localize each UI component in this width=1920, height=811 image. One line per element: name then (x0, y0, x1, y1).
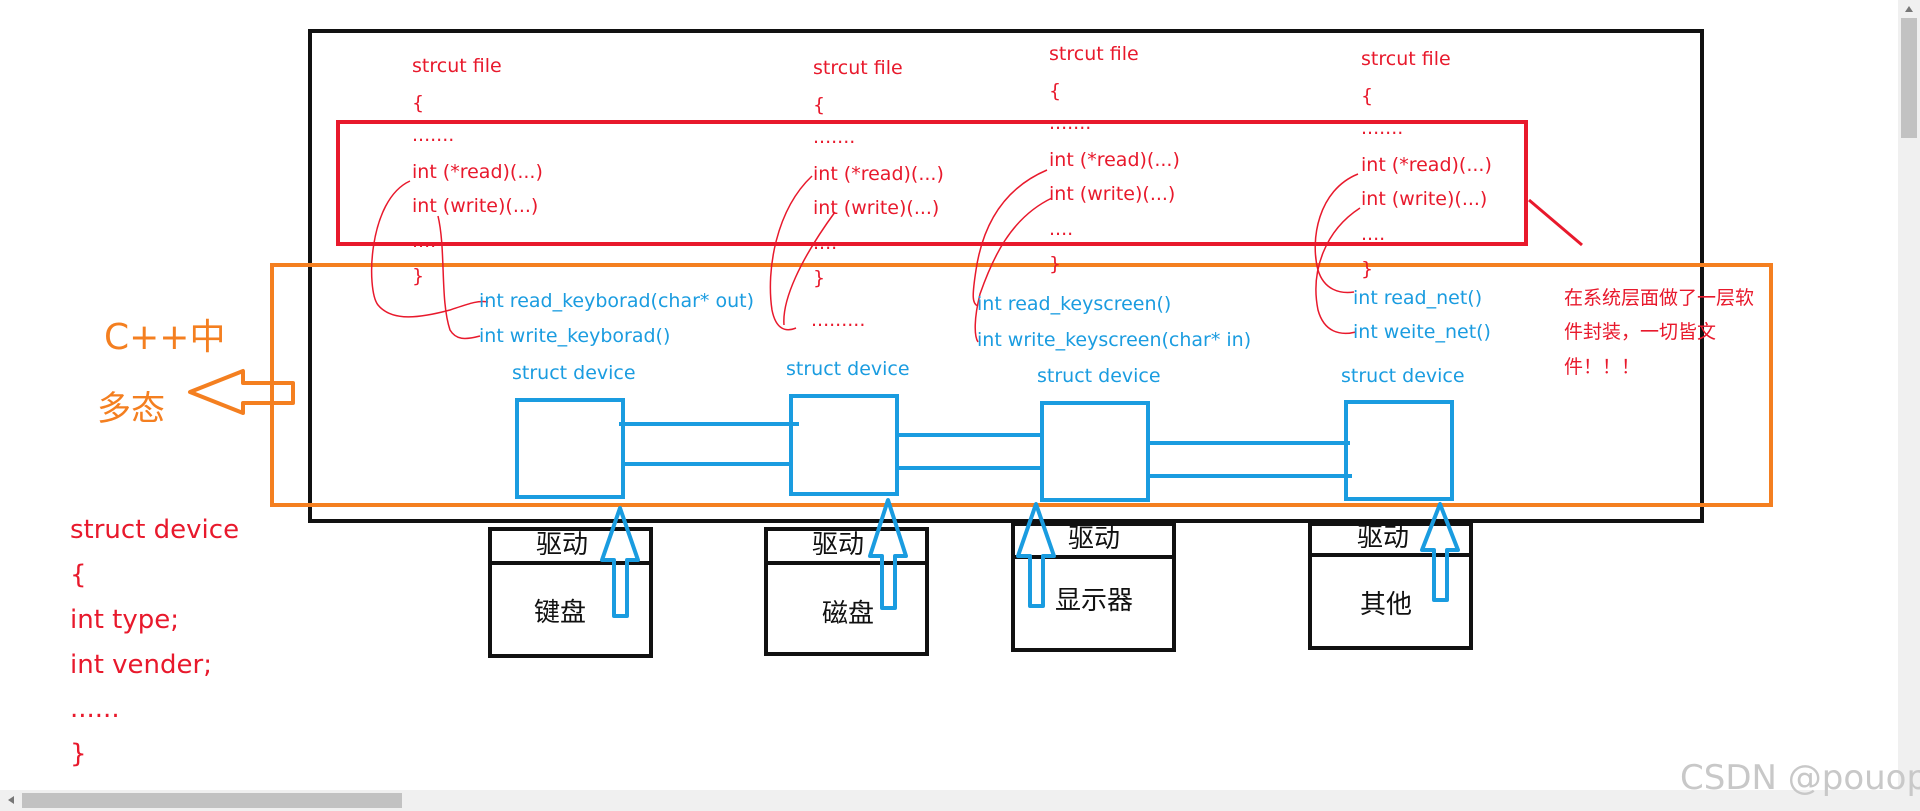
struct-line: { (1049, 80, 1062, 102)
struct-line: int (write)(...) (412, 195, 539, 217)
device-struct-line: struct device (70, 515, 240, 545)
device-label: struct device (1037, 365, 1161, 387)
device-label: struct device (1341, 365, 1465, 387)
function-line: int read_keyscreen() (977, 293, 1172, 315)
connector-curve (972, 169, 1048, 307)
device-box-1 (515, 398, 625, 499)
struct-line: } (412, 265, 425, 287)
struct-line: ....... (1049, 112, 1092, 134)
hardware-box-4 (1308, 553, 1473, 650)
device-struct-line: int type; (70, 605, 180, 635)
annotation-line: 在系统层面做了一层软 (1564, 287, 1755, 309)
connector-curve (437, 215, 481, 340)
connector-curve (769, 175, 813, 331)
hardware-label: 其他 (1360, 590, 1413, 620)
struct-line: .... (412, 230, 437, 252)
struct-line: } (813, 267, 826, 289)
red-pointer-line (1528, 198, 1583, 247)
struct-line: strcut file (813, 57, 903, 79)
struct-line: strcut file (412, 55, 502, 77)
watermark: CSDN @pouop (1680, 758, 1920, 798)
device-label: struct device (512, 362, 636, 384)
file-struct-highlight-box (336, 120, 1528, 246)
connector-curve (783, 211, 836, 326)
function-line: int read_keyborad(char* out) (479, 290, 754, 312)
scroll-left-arrow-icon (8, 796, 14, 804)
device-struct-line: { (70, 560, 87, 590)
polymorphism-arrow-icon (188, 369, 295, 415)
struct-line: { (412, 92, 425, 114)
connector-curve (1314, 173, 1359, 294)
scroll-up-arrow-icon (1905, 6, 1913, 12)
struct-line: int (write)(...) (1049, 183, 1176, 205)
driver-label: 驱动 (536, 530, 589, 560)
connector-curve (974, 197, 1053, 343)
struct-line: int (*read)(...) (1361, 154, 1492, 176)
struct-line: { (1361, 85, 1374, 107)
device-box-3 (1040, 401, 1150, 502)
struct-line: { (813, 94, 826, 116)
vertical-scrollbar-thumb (1901, 18, 1917, 138)
hardware-label: 显示器 (1055, 586, 1134, 616)
device-box-4 (1344, 400, 1454, 501)
struct-line: ......... (811, 309, 866, 331)
struct-line: int (*read)(...) (813, 163, 944, 185)
function-line: int write_keyscreen(char* in) (977, 329, 1252, 351)
device-box-2 (789, 394, 899, 496)
device-struct-line: int vender; (70, 650, 212, 680)
polymorphism-label: C++中 (104, 317, 226, 358)
struct-line: strcut file (1361, 48, 1451, 70)
struct-line: strcut file (1049, 43, 1139, 65)
device-struct-line: } (70, 739, 87, 769)
struct-line: } (1361, 258, 1374, 280)
hardware-label: 磁盘 (822, 599, 875, 629)
function-line: int weite_net() (1353, 321, 1491, 343)
connector-curve (370, 180, 489, 318)
struct-line: .... (1049, 218, 1074, 240)
up-arrow-icon (1420, 502, 1460, 602)
struct-line: .... (813, 232, 838, 254)
horizontal-scrollbar-thumb (22, 793, 402, 808)
struct-line: } (1049, 253, 1062, 275)
function-line: int write_keyborad() (479, 325, 671, 347)
struct-line: ....... (1361, 117, 1404, 139)
driver-label: 驱动 (1068, 524, 1121, 554)
up-arrow-icon (868, 498, 908, 610)
annotation-line: 件！！！ (1564, 356, 1641, 378)
hardware-box-3 (1011, 555, 1176, 652)
struct-line: int (*read)(...) (1049, 149, 1180, 171)
system-layer-box (308, 29, 1704, 523)
struct-line: int (*read)(...) (412, 161, 543, 183)
vertical-scrollbar-track (1898, 0, 1920, 790)
hardware-box-2 (764, 561, 929, 656)
driver-label: 驱动 (812, 530, 865, 560)
device-struct-line: ...... (70, 694, 120, 724)
struct-line: int (write)(...) (1361, 188, 1488, 210)
horizontal-scrollbar-track (0, 790, 1920, 811)
up-arrow-icon (1016, 502, 1056, 608)
hardware-box-1 (488, 561, 653, 658)
connector-curve (1315, 207, 1361, 335)
struct-line: ....... (813, 126, 856, 148)
hardware-label: 键盘 (534, 598, 587, 628)
struct-line: .... (1361, 223, 1386, 245)
struct-line: ....... (412, 124, 455, 146)
function-line: int read_net() (1353, 287, 1483, 309)
struct-line: int (write)(...) (813, 197, 940, 219)
up-arrow-icon (600, 506, 640, 618)
driver-label: 驱动 (1357, 523, 1410, 553)
device-label: struct device (786, 358, 910, 380)
annotation-line: 件封装，一切皆文 (1564, 321, 1717, 343)
polymorphism-label: 多态 (97, 389, 165, 429)
